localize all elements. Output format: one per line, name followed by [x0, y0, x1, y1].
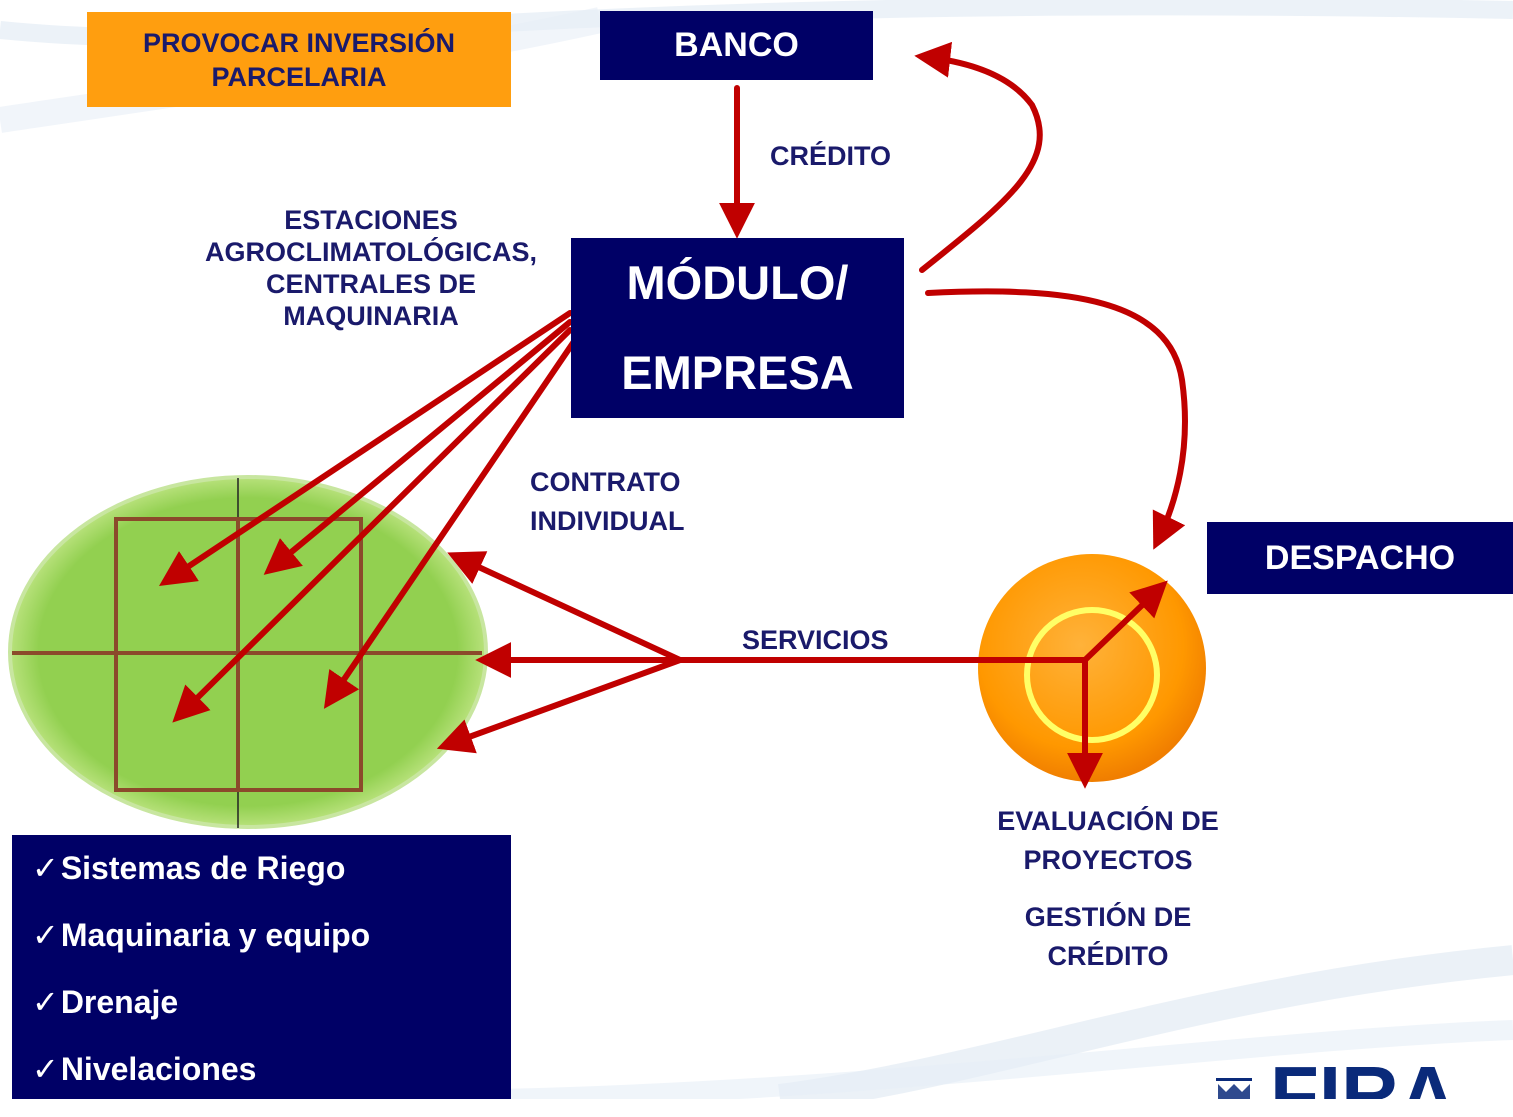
- modulo-empresa-box: MÓDULO/ EMPRESA: [571, 238, 904, 418]
- contrato-line-1: CONTRATO: [530, 467, 681, 497]
- despacho-label: DESPACHO: [1264, 538, 1456, 577]
- gestion-line-2: CRÉDITO: [1047, 941, 1169, 971]
- gestion-line-1: GESTIÓN DE: [1024, 902, 1192, 932]
- feature-label: Drenaje: [60, 984, 179, 1020]
- list-item: ✓Drenaje: [12, 983, 511, 1050]
- check-icon: ✓: [32, 850, 59, 886]
- feature-label: Nivelaciones: [60, 1051, 257, 1087]
- contrato-line-2: INDIVIDUAL: [530, 506, 685, 536]
- estaciones-label: ESTACIONES AGROCLIMATOLÓGICAS, CENTRALES…: [170, 204, 572, 332]
- banner-line-2: PARCELARIA: [211, 61, 387, 92]
- arrow-modulo-to-parcel-2: [263, 319, 573, 575]
- check-icon: ✓: [32, 917, 59, 953]
- estaciones-line-3: CENTRALES DE: [265, 269, 476, 299]
- arrow-despacho-up: [1082, 580, 1168, 663]
- evaluacion-line-1: EVALUACIÓN DE: [997, 806, 1219, 836]
- arrow-servicios-lower: [436, 657, 683, 754]
- contrato-label: CONTRATO INDIVIDUAL: [530, 463, 685, 541]
- evaluacion-line-2: PROYECTOS: [1023, 845, 1193, 875]
- inversion-banner: PROVOCAR INVERSIÓN PARCELARIA: [87, 12, 511, 107]
- evaluacion-label: EVALUACIÓN DE PROYECTOS: [968, 802, 1248, 880]
- credito-label: CRÉDITO: [770, 141, 892, 171]
- despacho-circle: [978, 554, 1206, 782]
- fira-logo: FIRA: [1216, 1062, 1457, 1099]
- arrow-modulo-to-parcel-4: [323, 337, 578, 709]
- features-list: ✓Sistemas de Riego ✓Maquinaria y equipo …: [12, 835, 511, 1099]
- list-item: ✓Nivelaciones: [12, 1050, 511, 1117]
- arrow-modulo-to-despacho: [925, 288, 1188, 550]
- feature-label: Maquinaria y equipo: [60, 917, 371, 953]
- feature-label: Sistemas de Riego: [60, 850, 346, 886]
- estaciones-line-4: MAQUINARIA: [283, 301, 459, 331]
- arrow-modulo-to-parcel-3: [172, 327, 573, 723]
- servicios-label: SERVICIOS: [742, 625, 889, 655]
- modulo-line-2: EMPRESA: [621, 346, 854, 399]
- despacho-box: DESPACHO: [1207, 522, 1513, 594]
- arrow-modulo-to-banco: [914, 41, 1043, 273]
- check-icon: ✓: [32, 984, 59, 1020]
- modulo-line-1: MÓDULO/: [626, 256, 849, 309]
- banco-label: BANCO: [674, 26, 799, 64]
- estaciones-line-1: ESTACIONES: [284, 205, 458, 235]
- gestion-label: GESTIÓN DE CRÉDITO: [968, 898, 1248, 976]
- arrow-modulo-to-parcel-1: [159, 310, 573, 586]
- banner-line-1: PROVOCAR INVERSIÓN: [142, 27, 456, 58]
- list-item: ✓Sistemas de Riego: [12, 849, 511, 916]
- list-item: ✓Maquinaria y equipo: [12, 916, 511, 983]
- arrow-servicios-upper: [447, 551, 683, 663]
- logo-text: FIRA: [1270, 1062, 1457, 1099]
- banco-box: BANCO: [600, 11, 873, 80]
- estaciones-line-2: AGROCLIMATOLÓGICAS,: [205, 237, 537, 267]
- check-icon: ✓: [32, 1051, 59, 1087]
